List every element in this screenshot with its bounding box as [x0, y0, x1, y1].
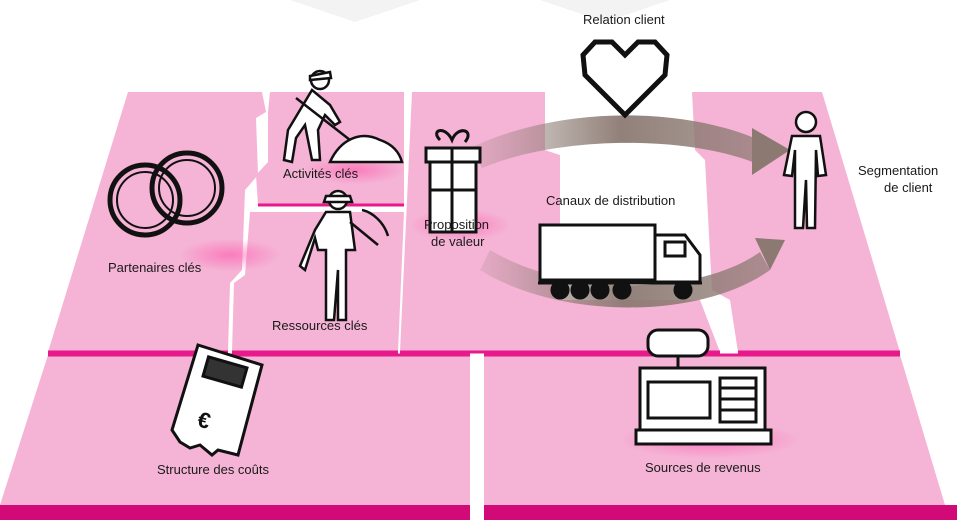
label-canaux-distribution: Canaux de distribution: [546, 193, 676, 208]
person-icon: [782, 110, 828, 230]
label-activites-cles: Activités clés: [283, 166, 359, 181]
rings-icon: [107, 150, 225, 238]
label-structure-couts: Structure des coûts: [157, 462, 269, 477]
truck-icon: [538, 223, 702, 300]
tile-ressources-cles: [232, 212, 404, 354]
label-sources-revenus: Sources de revenus: [645, 460, 761, 475]
label-ressources-cles: Ressources clés: [272, 318, 368, 333]
miner-pickaxe-icon: [298, 189, 390, 322]
gift-icon: [424, 129, 482, 234]
cash-register-icon: [634, 328, 773, 446]
label-relation-client: Relation client: [583, 12, 665, 27]
label-proposition-line1: Proposition: [424, 217, 490, 232]
heart-icon: [580, 39, 670, 119]
receipt-euro-icon: €: [170, 343, 264, 457]
label-segmentation-line1: Segmentation: [858, 163, 939, 178]
label-proposition-line2: de valeur: [431, 234, 485, 249]
label-partenaires-cles: Partenaires clés: [108, 260, 202, 275]
worker-shovel-icon: [282, 69, 404, 164]
label-segmentation-line2: de client: [884, 180, 933, 195]
